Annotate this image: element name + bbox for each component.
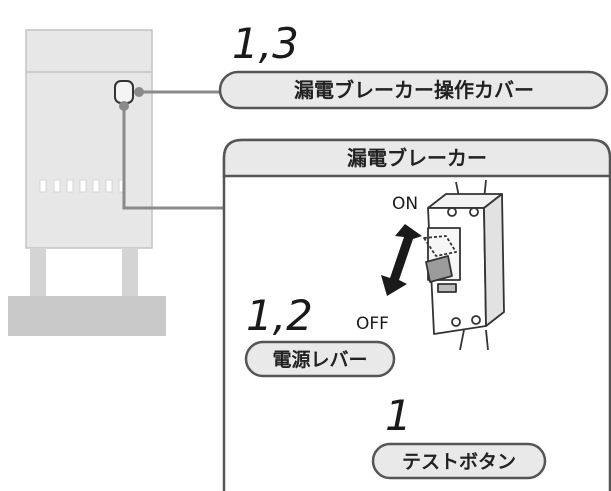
- test-button-icon[interactable]: [437, 283, 457, 293]
- step-number-cover: 1,3: [232, 19, 299, 68]
- test-button-label-text: テストボタン: [402, 451, 516, 473]
- cover-label-text: 漏電ブレーカー操作カバー: [294, 78, 534, 102]
- breaker-device-icon: [423, 179, 505, 351]
- leader-dot-icon: [134, 87, 144, 97]
- cabinet-leg-left: [30, 248, 46, 298]
- cover-marker-icon[interactable]: [114, 80, 134, 104]
- off-label: OFF: [356, 314, 389, 334]
- unit-cabinet: [8, 29, 166, 336]
- step-number-lever: 1,2: [246, 291, 313, 340]
- on-label: ON: [392, 194, 418, 214]
- leader-dot-icon: [119, 101, 129, 111]
- cover-label: 漏電ブレーカー操作カバー: [218, 70, 609, 110]
- vent-grille: [39, 179, 126, 193]
- step-number-test: 1: [385, 391, 412, 440]
- breaker-header-text: 漏電ブレーカー: [347, 146, 487, 170]
- breaker-callout: 漏電ブレーカー: [222, 138, 611, 491]
- power-lever-label-text: 電源レバー: [272, 348, 367, 371]
- power-lever-icon[interactable]: [425, 255, 453, 283]
- test-button-label: テストボタン: [371, 442, 547, 480]
- power-lever-label: 電源レバー: [244, 340, 396, 378]
- cabinet-base: [8, 296, 166, 336]
- cabinet-leg-right: [122, 248, 138, 298]
- switch-direction-arrow-icon: [381, 224, 422, 296]
